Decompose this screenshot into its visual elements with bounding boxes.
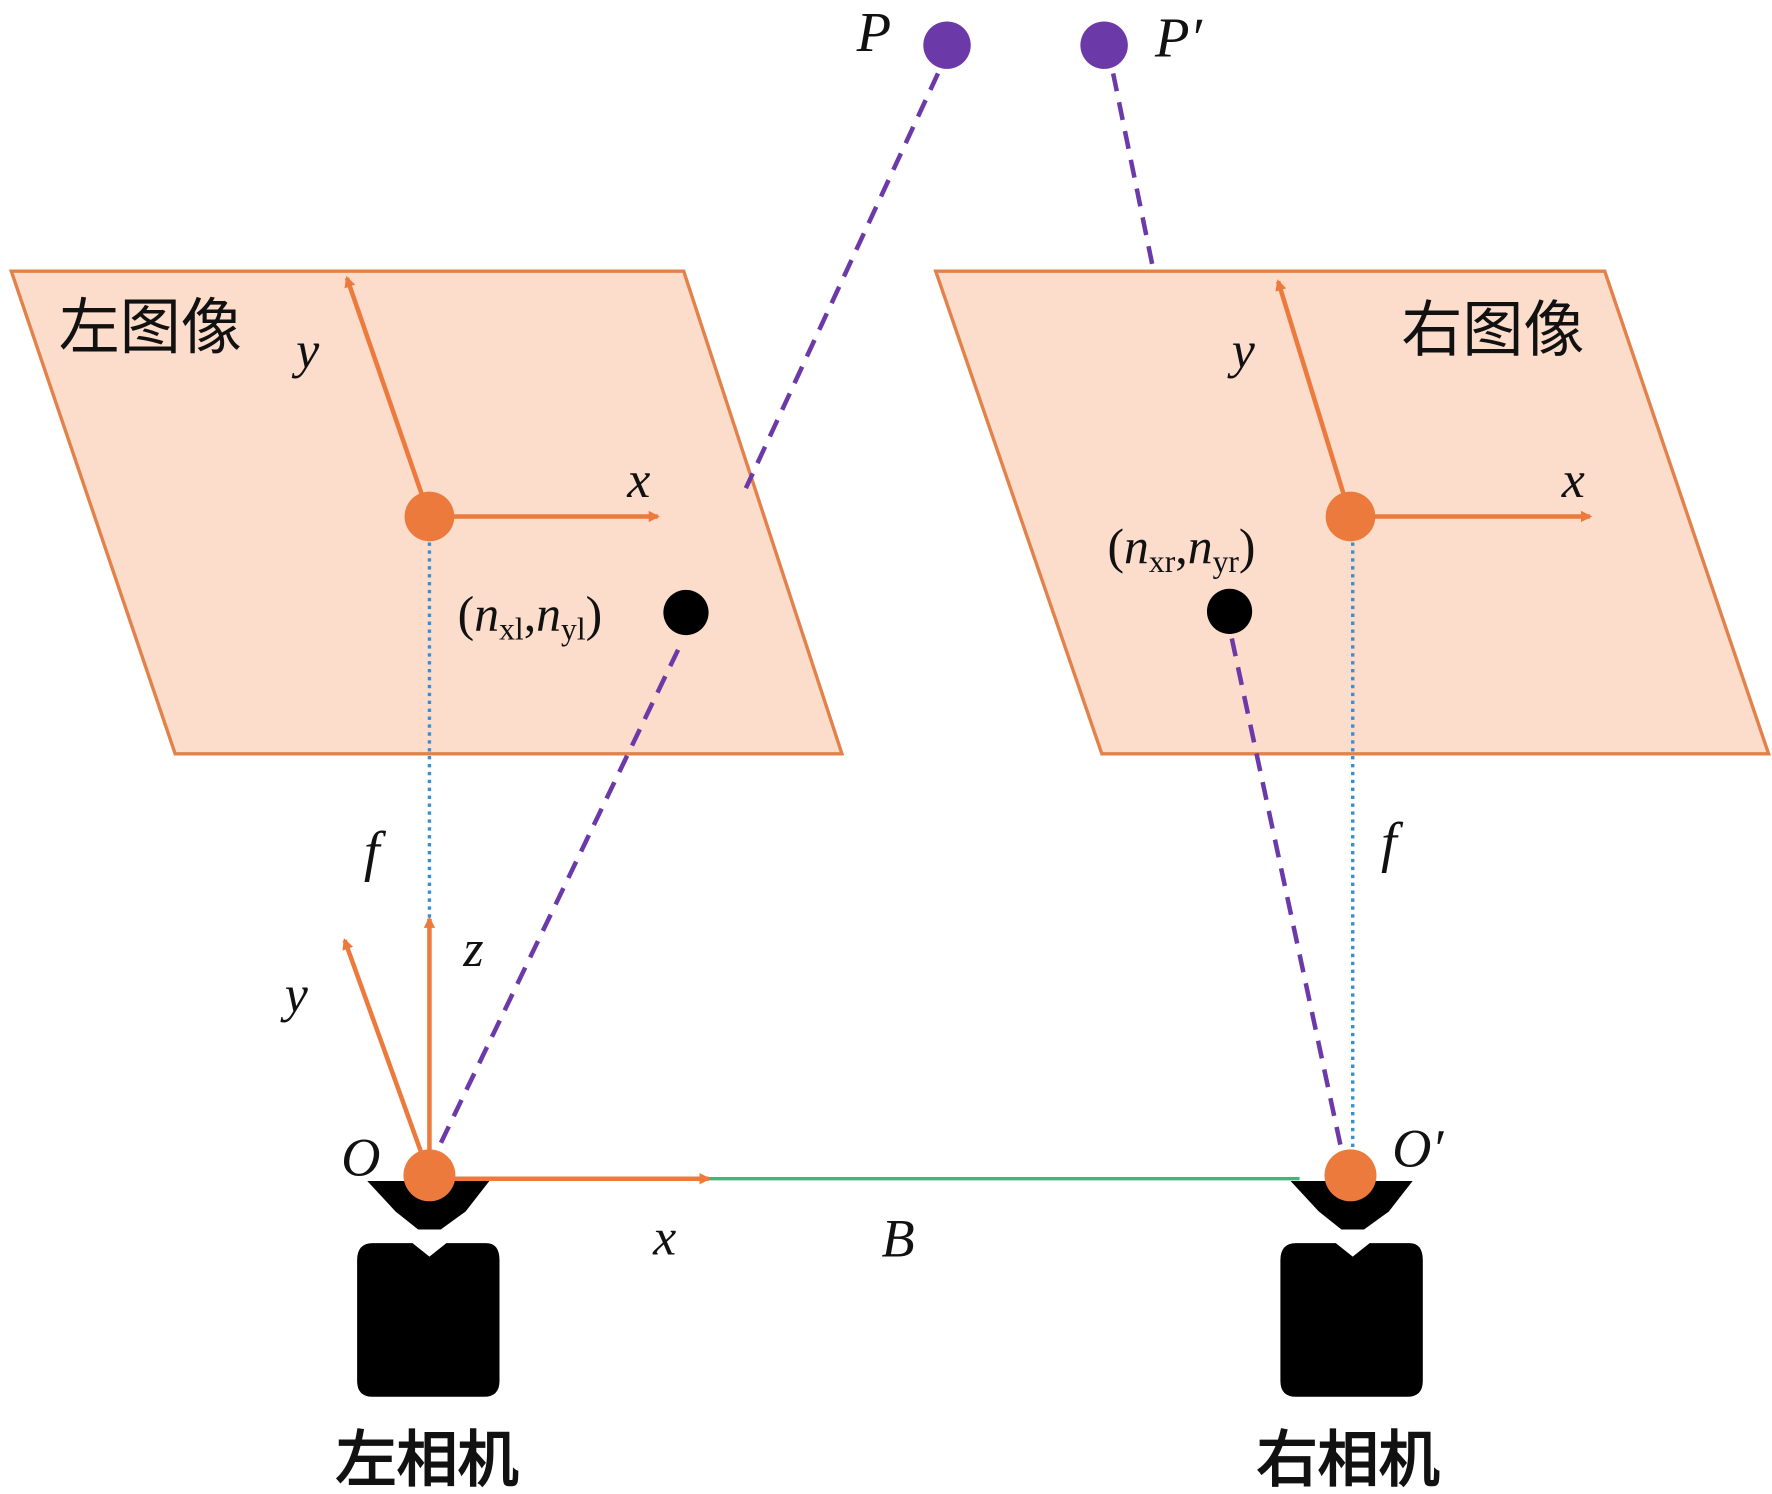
left-image-label: 左图像 (59, 292, 242, 363)
right-camera-icon (1280, 1180, 1423, 1397)
right-img-y-axis (1275, 279, 1353, 518)
baseline-label: B (881, 1209, 914, 1269)
left-cam-origin (403, 1149, 456, 1202)
ray-left-lower (433, 648, 681, 1156)
cam-y-axis (342, 938, 432, 1177)
left-img-y-label: y (291, 322, 320, 379)
origin-right-label: O′ (1392, 1118, 1444, 1178)
cam-y-label: y (280, 966, 309, 1023)
focal-right-label: f (1381, 812, 1404, 874)
right-proj-label: (nxr,nyr) (1107, 519, 1255, 579)
right-img-origin (1325, 491, 1376, 542)
right-cam-origin (1324, 1149, 1377, 1202)
left-camera-label: 左相机 (336, 1424, 519, 1494)
origin-left-label: O (341, 1127, 380, 1187)
left-img-origin (404, 491, 455, 542)
ray-p-prime-upper (1110, 73, 1155, 268)
cam-x-label: x (652, 1209, 676, 1266)
point-p-label: P (856, 2, 892, 64)
point-p-prime-label: P′ (1154, 8, 1204, 70)
right-image-label: 右图像 (1401, 294, 1584, 365)
right-proj-point (1206, 588, 1253, 634)
ray-p-left-upper (743, 72, 941, 490)
focal-left-label: f (364, 821, 387, 883)
left-proj-point (663, 589, 709, 636)
point-p-prime (1080, 21, 1128, 69)
left-proj-label: (nxl,nyl) (458, 587, 602, 647)
left-img-y-axis (344, 275, 432, 518)
right-img-x-label: x (1561, 452, 1585, 509)
cam-z-label: z (462, 921, 483, 978)
point-p (923, 21, 971, 69)
right-img-y-label: y (1227, 322, 1256, 379)
left-camera-icon (357, 1180, 500, 1397)
right-camera-label: 右相机 (1257, 1424, 1440, 1494)
left-img-x-label: x (626, 452, 650, 509)
